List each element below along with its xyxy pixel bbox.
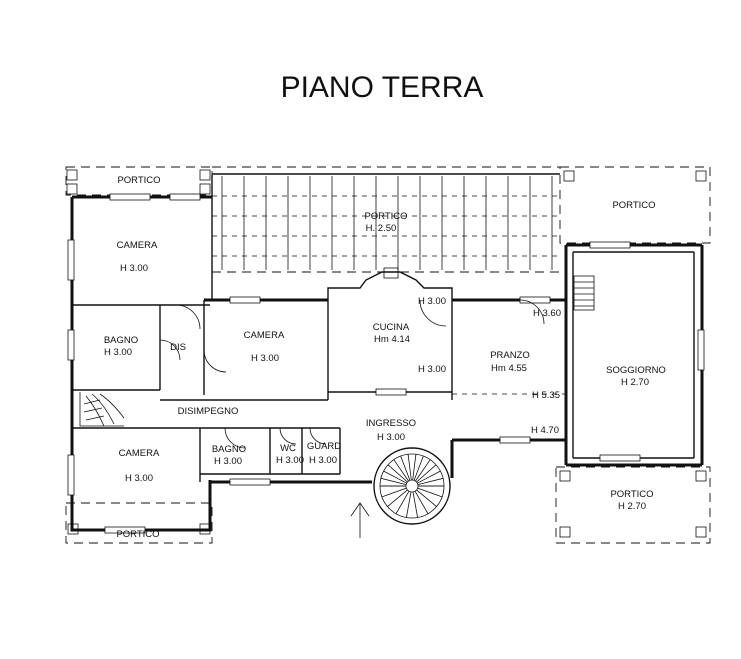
label-portico-se-h: H 2.70 (618, 501, 646, 512)
spiral-tread (415, 459, 431, 482)
windows (67, 193, 705, 534)
spiral-tread (412, 491, 418, 518)
label-dis: DIS (170, 342, 186, 353)
label-camera-nw-h: H 3.00 (120, 263, 148, 274)
label-camera-center-h: H 3.00 (251, 353, 279, 364)
plan-title: PIANO TERRA (281, 71, 484, 104)
label-cucina-h: Hm 4.14 (374, 334, 410, 345)
spiral-tread (380, 477, 407, 485)
spiral-tread (417, 487, 443, 498)
portico-ne (559, 166, 711, 244)
spiral-stair-icon (373, 447, 451, 525)
label-soggiorno-h: H 2.70 (621, 377, 649, 388)
label-cucina: CUCINA (373, 322, 410, 333)
portico-sw (65, 502, 213, 544)
spiral-tread (381, 487, 407, 498)
label-portico-center: PORTICO (364, 211, 407, 222)
spiral-tread (387, 464, 408, 483)
spiral-tread (417, 477, 444, 485)
label-bagno-s-h: H 3.00 (214, 456, 242, 467)
label-h300-mid: H 3.00 (418, 364, 446, 375)
interior-walls (72, 300, 566, 482)
spiral-tread (407, 454, 412, 481)
label-h535: H 5.35 (532, 390, 560, 401)
label-camera-sw: CAMERA (119, 448, 160, 459)
label-camera-center: CAMERA (244, 330, 285, 341)
label-portico-sw: PORTICO (116, 529, 159, 540)
label-pranzo: PRANZO (490, 350, 530, 361)
spiral-tread (417, 470, 441, 484)
spiral-tread (416, 464, 437, 483)
spiral-tread (400, 455, 411, 481)
label-portico-ne: PORTICO (612, 200, 655, 211)
stair-east (573, 275, 595, 311)
spiral-tread (406, 491, 412, 518)
label-disimpegno: DISIMPEGNO (178, 406, 239, 417)
label-ingresso-h: H 3.00 (377, 432, 405, 443)
label-h300-top: H 3.00 (418, 296, 446, 307)
label-bagno-s: BAGNO (212, 444, 246, 455)
spiral-tread (414, 490, 429, 514)
label-bagno-w: BAGNO (104, 335, 138, 346)
label-portico-center-h: H. 2.50 (366, 223, 397, 234)
label-wc: WC (280, 443, 296, 454)
portico-se (555, 466, 711, 544)
portico-center (212, 166, 560, 273)
spiral-tread (393, 459, 409, 482)
doors (159, 299, 545, 449)
label-ingresso: INGRESSO (366, 418, 416, 429)
label-h360: H 3.60 (533, 308, 561, 319)
arrow-up-icon (350, 502, 370, 538)
label-portico-se: PORTICO (610, 489, 653, 500)
label-guard: GUARD (307, 441, 341, 452)
label-pranzo-h: Hm 4.55 (491, 363, 527, 374)
label-portico-nw: PORTICO (117, 175, 160, 186)
label-guard-h: H 3.00 (309, 455, 337, 466)
spiral-tread (395, 490, 410, 514)
stair-west (79, 392, 125, 427)
spiral-tread (413, 455, 424, 481)
spiral-tread (383, 470, 407, 484)
spiral-tread (387, 489, 408, 507)
label-h470: H 4.70 (531, 425, 559, 436)
label-bagno-w-h: H 3.00 (104, 347, 132, 358)
spiral-tread (416, 489, 437, 507)
room-labels: PORTICO PORTICO H. 2.50 PORTICO CAMERA H… (104, 175, 666, 540)
label-camera-nw: CAMERA (117, 240, 158, 251)
label-soggiorno: SOGGIORNO (606, 365, 666, 376)
spiral-tread (412, 454, 417, 481)
label-wc-h: H 3.00 (276, 455, 304, 466)
label-camera-sw-h: H 3.00 (125, 473, 153, 484)
